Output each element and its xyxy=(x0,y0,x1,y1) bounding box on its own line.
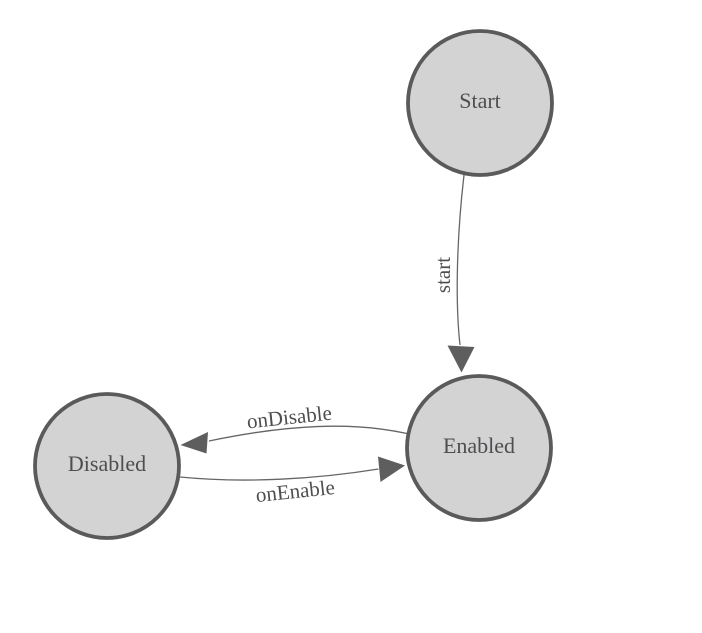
edge-label-start: start xyxy=(431,257,455,293)
state-node-start: Start xyxy=(406,29,554,177)
edge-disabled-to-enabled: onEnable xyxy=(179,456,405,507)
state-circle-enabled xyxy=(405,374,553,522)
arrowhead-down-icon xyxy=(447,345,475,373)
edge-line-enabled-to-disabled xyxy=(208,425,408,442)
edge-line-start-to-enabled xyxy=(456,174,465,346)
state-label-start: Start xyxy=(459,88,501,113)
state-node-disabled: Disabled xyxy=(33,392,181,540)
state-label-disabled: Disabled xyxy=(68,451,146,476)
state-node-enabled: Enabled xyxy=(405,374,553,522)
edge-start-to-enabled: start xyxy=(431,174,475,373)
edge-line-disabled-to-enabled xyxy=(179,468,379,481)
state-circle-start xyxy=(406,29,554,177)
state-label-enabled: Enabled xyxy=(443,433,515,458)
arrowhead-left-icon xyxy=(180,432,208,454)
state-circle-disabled xyxy=(33,392,181,540)
edge-enabled-to-disabled: onDisable xyxy=(180,401,408,454)
edge-label-ondisable: onDisable xyxy=(246,401,333,434)
arrowhead-right-icon xyxy=(378,456,405,482)
